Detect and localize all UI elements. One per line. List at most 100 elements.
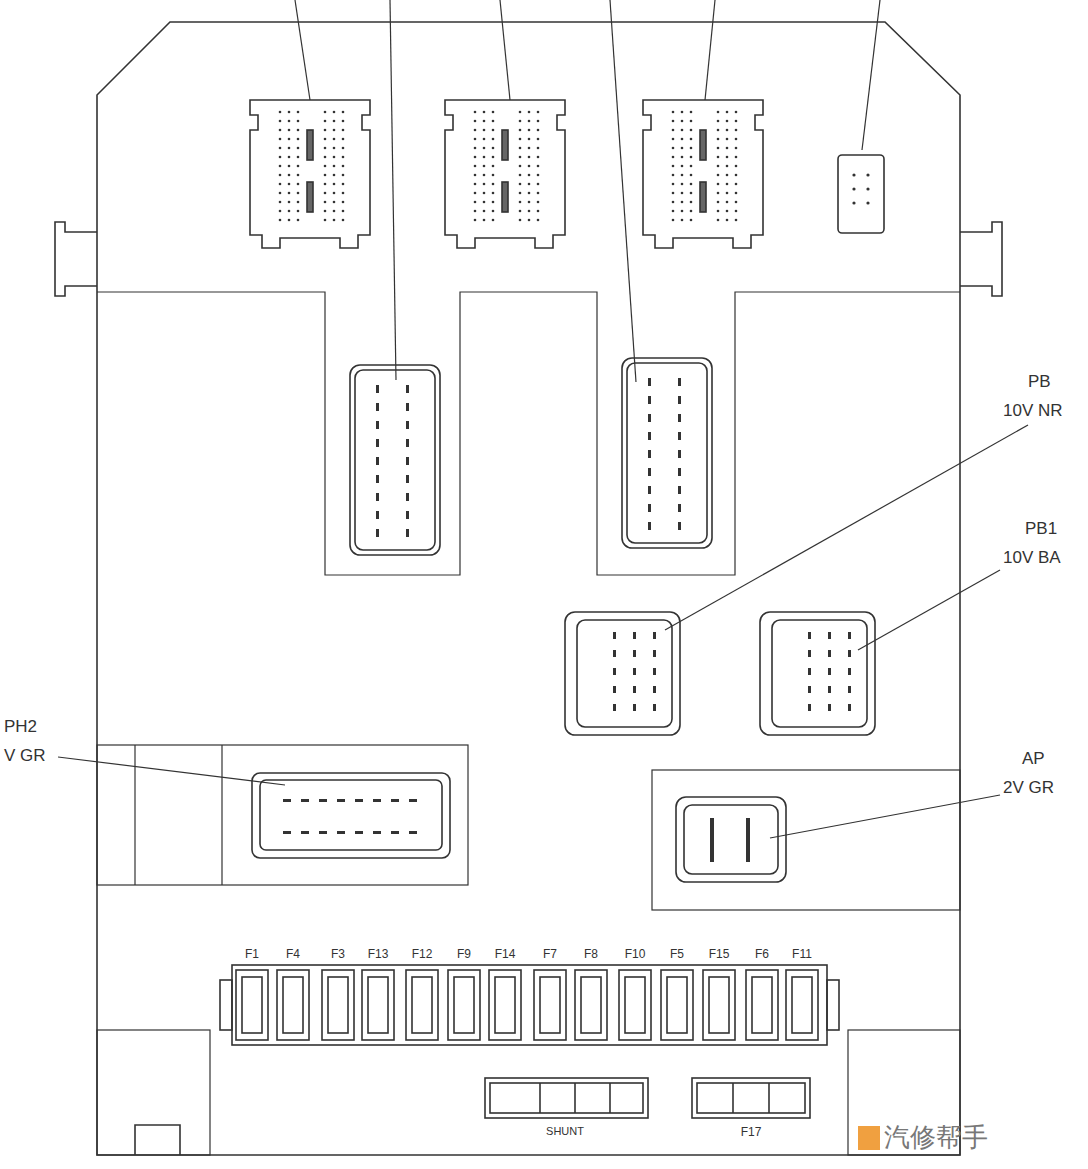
pin <box>717 219 720 222</box>
connector-body <box>252 773 450 858</box>
pin <box>519 138 522 141</box>
pin <box>324 147 327 150</box>
pin <box>288 120 291 123</box>
pin <box>406 457 409 465</box>
fuse <box>454 977 474 1033</box>
pin <box>690 165 693 168</box>
pin <box>492 165 495 168</box>
pin <box>735 174 738 177</box>
key <box>307 130 313 160</box>
pin <box>519 174 522 177</box>
pin <box>717 210 720 213</box>
pin <box>409 799 417 802</box>
pin <box>828 704 831 711</box>
fuse <box>242 977 262 1033</box>
connector-spec: 2V GR <box>1003 779 1054 796</box>
pin <box>717 165 720 168</box>
fuse <box>406 970 438 1040</box>
pin <box>681 219 684 222</box>
pin <box>537 165 540 168</box>
pin <box>409 831 417 834</box>
pin <box>301 831 309 834</box>
fuse <box>746 970 778 1040</box>
pin <box>726 219 729 222</box>
panel <box>97 1030 210 1155</box>
pin <box>519 192 522 195</box>
leader-line <box>390 0 396 380</box>
pin <box>828 668 831 675</box>
pin <box>726 183 729 186</box>
pin <box>297 156 300 159</box>
panel <box>97 745 468 885</box>
pin <box>528 129 531 132</box>
pin <box>866 201 869 204</box>
pin <box>279 147 282 150</box>
pin <box>474 201 477 204</box>
pin <box>492 111 495 114</box>
pin <box>672 120 675 123</box>
pin <box>297 210 300 213</box>
fuse <box>792 977 812 1033</box>
pin <box>528 120 531 123</box>
pin <box>726 174 729 177</box>
pin <box>324 156 327 159</box>
connector-spec: V GR <box>4 747 46 764</box>
leader-line <box>862 0 880 150</box>
side-tab <box>960 222 1002 296</box>
pin <box>376 385 379 393</box>
pin <box>653 686 656 693</box>
pin <box>735 183 738 186</box>
connector-body <box>350 365 440 555</box>
pin <box>726 147 729 150</box>
pin <box>808 650 811 657</box>
fuse <box>540 977 560 1033</box>
pin <box>808 632 811 639</box>
pin <box>279 201 282 204</box>
pin <box>690 147 693 150</box>
pin <box>324 174 327 177</box>
pin <box>690 138 693 141</box>
fuse-holder <box>697 1083 805 1113</box>
pin <box>717 129 720 132</box>
pin <box>279 120 282 123</box>
pin <box>672 210 675 213</box>
fuse <box>625 977 645 1033</box>
pin <box>537 174 540 177</box>
pin <box>828 686 831 693</box>
pin <box>537 219 540 222</box>
pin <box>672 201 675 204</box>
connector-body <box>260 780 442 850</box>
pin <box>483 138 486 141</box>
pin <box>735 219 738 222</box>
pin <box>690 156 693 159</box>
pin <box>848 704 851 711</box>
pin <box>537 111 540 114</box>
pin <box>519 183 522 186</box>
panel <box>652 770 960 910</box>
fuse <box>368 977 388 1033</box>
divider <box>768 1083 770 1113</box>
pin <box>681 183 684 186</box>
pin <box>717 147 720 150</box>
pin <box>324 183 327 186</box>
pin <box>483 147 486 150</box>
fuse-label: F7 <box>543 948 557 960</box>
pin <box>373 799 381 802</box>
pin <box>474 192 477 195</box>
fuse-label: F5 <box>670 948 684 960</box>
pin <box>288 129 291 132</box>
pin <box>690 183 693 186</box>
pin <box>297 147 300 150</box>
housing-outline <box>97 22 960 1155</box>
pin <box>406 421 409 429</box>
pin <box>342 183 345 186</box>
connector-code: PB <box>1028 373 1051 390</box>
pin <box>746 818 750 862</box>
pin <box>333 138 336 141</box>
pin <box>717 183 720 186</box>
pin <box>690 120 693 123</box>
pin <box>324 201 327 204</box>
pin <box>342 201 345 204</box>
pin <box>528 210 531 213</box>
fuse <box>277 970 309 1040</box>
